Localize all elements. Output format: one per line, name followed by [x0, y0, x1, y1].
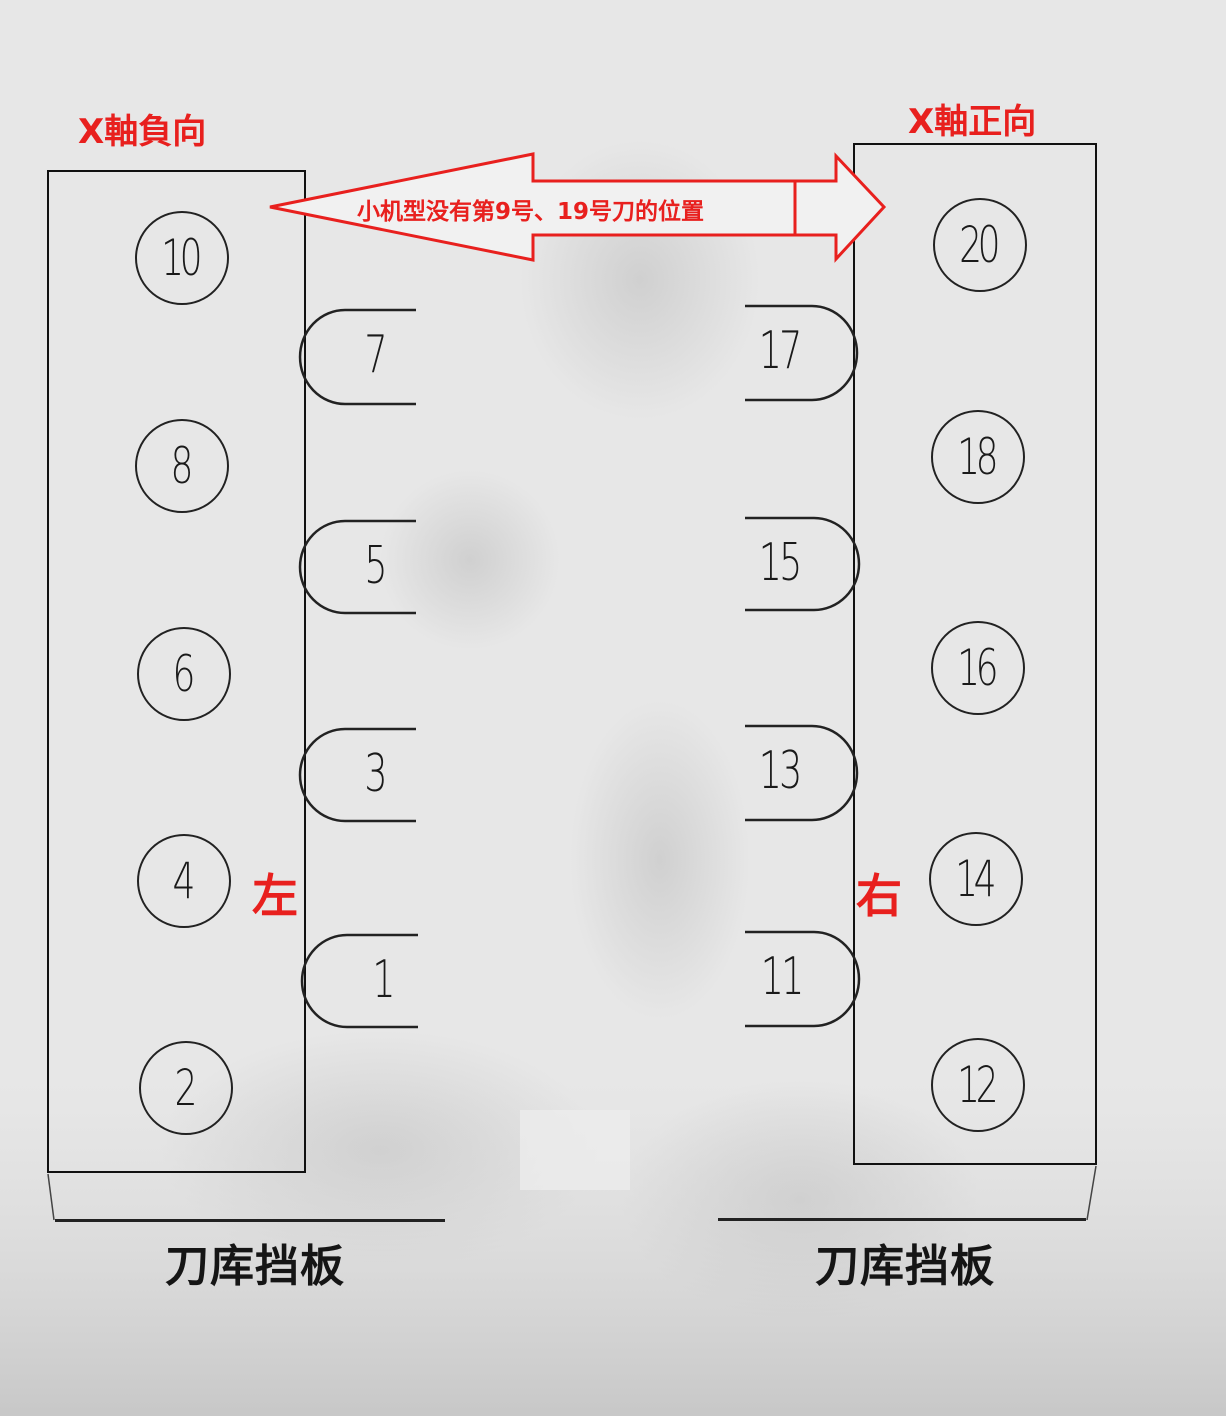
tool-position-circle: 2 — [139, 1041, 233, 1135]
tool-pocket-number: 7 — [364, 325, 387, 385]
tool-position-circle: 16 — [931, 621, 1025, 715]
x-axis-double-arrow — [269, 152, 887, 263]
pocket-outline — [298, 727, 416, 823]
right-tool-bank-frame — [853, 143, 1097, 1165]
left-panel-rule — [55, 1219, 445, 1222]
tool-pocket-number: 15 — [758, 533, 803, 593]
tool-pocket-number: 17 — [758, 321, 803, 381]
x-axis-positive-label: X軸正向 — [908, 102, 1037, 142]
right-magazine-panel-label: 刀库挡板 — [815, 1241, 995, 1292]
left-magazine-panel-label: 刀库挡板 — [165, 1241, 345, 1292]
tool-position-circle: 18 — [931, 410, 1025, 504]
pocket-outline — [745, 516, 861, 612]
tool-position-circle: 4 — [137, 834, 231, 928]
x-axis-negative-label: X軸負向 — [78, 112, 207, 152]
tool-position-circle: 6 — [137, 627, 231, 721]
tool-position-circle: 20 — [933, 198, 1027, 292]
pocket-outline — [745, 724, 859, 822]
right-side-label: 右 — [856, 869, 902, 923]
tool-position-circle: 10 — [135, 211, 229, 305]
pocket-outline — [745, 930, 861, 1028]
pocket-outline — [745, 304, 859, 402]
tool-position-circle: 8 — [135, 419, 229, 513]
arrow-note-text: 小机型没有第9号、19号刀的位置 — [357, 199, 705, 225]
tool-pocket-number: 5 — [364, 536, 387, 596]
pocket-outline — [298, 519, 416, 615]
tool-pocket-number: 3 — [364, 744, 387, 804]
pocket-outline — [298, 308, 416, 406]
tool-pocket-number: 13 — [758, 741, 803, 801]
tool-position-circle: 14 — [929, 832, 1023, 926]
pocket-outline — [300, 933, 418, 1029]
right-panel-rule — [718, 1218, 1086, 1221]
tool-position-circle: 12 — [931, 1038, 1025, 1132]
tool-pocket-number: 11 — [760, 947, 805, 1007]
left-tool-bank-frame — [47, 170, 306, 1173]
left-side-label: 左 — [252, 869, 298, 923]
tool-pocket-number: 1 — [372, 950, 395, 1010]
